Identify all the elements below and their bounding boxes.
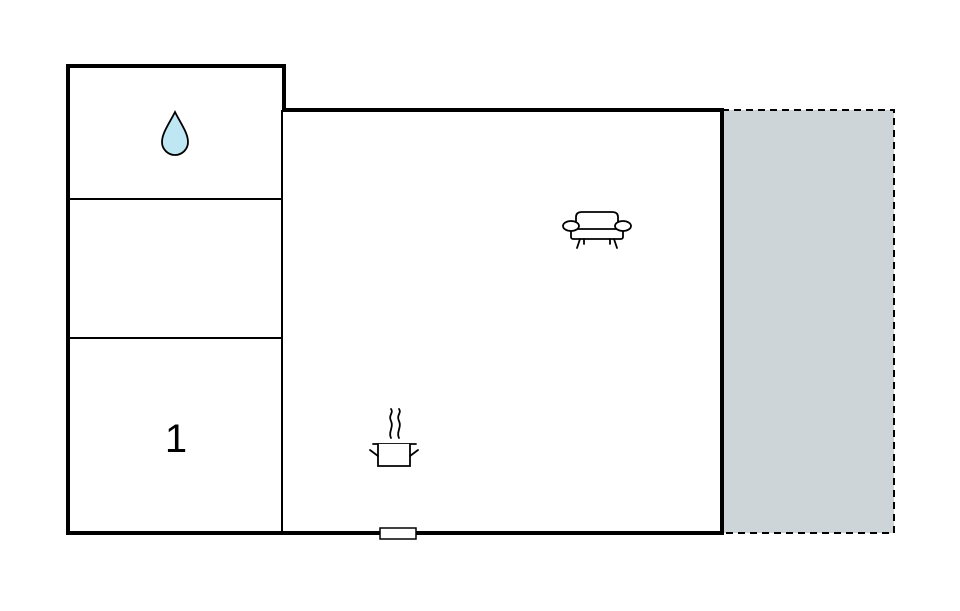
cooking-pot-icon bbox=[369, 408, 419, 467]
water-drop-icon bbox=[161, 109, 189, 156]
living-kitchen bbox=[282, 110, 722, 533]
sofa-icon bbox=[562, 211, 632, 249]
outer-wall bbox=[66, 64, 724, 535]
bedroom bbox=[68, 338, 282, 533]
hallway bbox=[68, 199, 282, 338]
room-number: 1 bbox=[165, 417, 187, 461]
terrace bbox=[721, 109, 895, 534]
door-icon bbox=[379, 527, 417, 540]
